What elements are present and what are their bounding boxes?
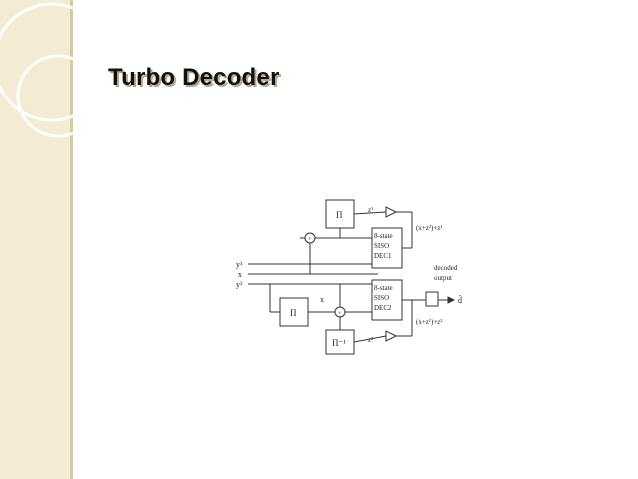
decoder2-line1: 8-state xyxy=(374,284,393,292)
decoder2-line2: SISO xyxy=(374,294,389,302)
output-label-line1: decoded xyxy=(434,264,458,272)
output-symbol: d̂ xyxy=(458,294,462,305)
input-y1-label: y¹ xyxy=(236,260,243,269)
decoder1-line1: 8-state xyxy=(374,232,393,240)
decoder1-line3: DEC1 xyxy=(374,252,392,260)
adder-top-symbol: + xyxy=(308,237,312,243)
turbo-decoder-diagram: y¹ x y² Π Π Π⁻¹ 8-state SISO DEC1 8-stat… xyxy=(236,199,462,355)
feedback1-label: (x+z²)+z¹ xyxy=(416,224,442,232)
decorative-circles xyxy=(0,2,112,138)
interleaver-top-label: Π xyxy=(336,210,343,220)
deinterleaver-label: Π⁻¹ xyxy=(332,338,346,348)
z2-label: z² xyxy=(368,336,373,344)
z1-label: z¹ xyxy=(368,206,373,214)
feedback2-label: (x+z¹)+z² xyxy=(416,318,442,326)
output-label-line2: output xyxy=(434,274,452,282)
x-label: x xyxy=(320,295,324,304)
interleaver-bottom-label: Π xyxy=(290,308,297,318)
slide-title: Turbo Decoder xyxy=(108,64,280,91)
decorative-sidebar xyxy=(0,0,70,479)
sidebar-divider xyxy=(70,0,73,479)
input-x-label: x xyxy=(238,270,242,279)
input-y2-label: y² xyxy=(236,280,243,289)
decoder1-line2: SISO xyxy=(374,242,389,250)
adder-bottom-symbol: + xyxy=(338,311,342,317)
decoder2-line3: DEC2 xyxy=(374,304,392,312)
